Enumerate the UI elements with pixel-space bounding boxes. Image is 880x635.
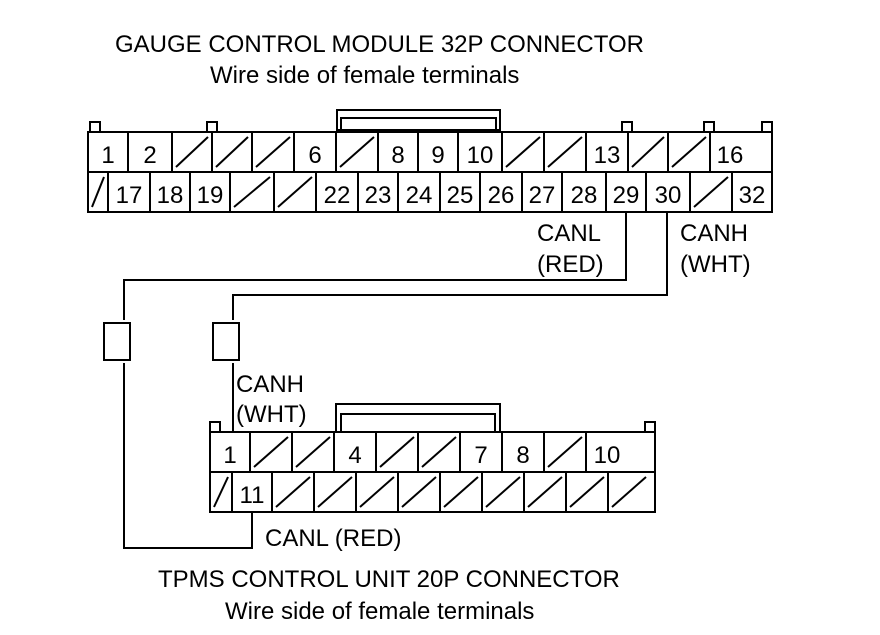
gauge-pin-label: 26 — [488, 182, 515, 209]
gauge-unused-cavity-slash — [233, 176, 271, 208]
gauge-pin-label: 2 — [143, 142, 156, 169]
gauge-connector-lock-inner — [340, 117, 497, 131]
tpms-canh-label: CANH — [236, 371, 304, 398]
tpms-connector-lock-inner — [340, 413, 496, 433]
gauge-pin-label: 1 — [101, 142, 114, 169]
gauge-pin-label: 10 — [467, 142, 494, 169]
wire-splice-canl — [103, 322, 131, 361]
wires — [103, 212, 668, 549]
tpms-canl-label: CANL (RED) — [265, 525, 401, 552]
tpms-unused-cavity-slash — [547, 436, 583, 468]
gauge-pin-label: 17 — [116, 182, 143, 209]
gauge-canh-label: CANH — [680, 220, 748, 247]
gauge-pin-label: 30 — [655, 182, 682, 209]
gauge-pin-label: 28 — [571, 182, 598, 209]
gauge-row-2: 17 18 19 22 23 24 25 26 27 28 29 30 32 — [91, 172, 766, 212]
wire-splice-canh — [212, 322, 240, 361]
gauge-connector-subtitle: Wire side of female terminals — [210, 62, 519, 89]
gauge-pin-label: 18 — [157, 182, 184, 209]
gauge-unused-cavity-slash — [255, 136, 291, 168]
tpms-row-2: 11 — [213, 472, 647, 512]
gauge-unused-cavity-slash — [505, 136, 541, 168]
tpms-unused-cavity-slash — [253, 436, 289, 468]
gauge-unused-cavity-slash — [175, 136, 209, 168]
gauge-pin-label: 23 — [365, 182, 392, 209]
tpms-pin-label: 8 — [516, 442, 529, 469]
wire-canl-lower — [123, 363, 253, 549]
gauge-connector-title: GAUGE CONTROL MODULE 32P CONNECTOR — [115, 31, 644, 58]
gauge-pin-label: 32 — [739, 182, 766, 209]
gauge-unused-cavity-slash — [277, 176, 313, 208]
tpms-unused-cavity-slash — [401, 476, 437, 508]
tpms-unused-cavity-slash — [379, 436, 415, 468]
gauge-pin-label: 24 — [406, 182, 433, 209]
tpms-unused-cavity-slash — [527, 476, 563, 508]
tpms-unused-cavity-slash — [213, 476, 229, 508]
gauge-pin-label: 29 — [613, 182, 640, 209]
gauge-unused-cavity-slash — [91, 176, 105, 208]
tpms-unused-cavity-slash — [295, 436, 331, 468]
gauge-pin-label: 8 — [391, 142, 404, 169]
tpms-unused-cavity-slash — [317, 476, 353, 508]
tpms-pin-label: 11 — [240, 482, 265, 509]
tpms-pin-label: 4 — [348, 442, 361, 469]
gauge-unused-cavity-slash — [693, 176, 729, 208]
gauge-pin-label: 13 — [594, 142, 621, 169]
gauge-pin-label: 19 — [197, 182, 224, 209]
tpms-pin-label: 1 — [223, 442, 236, 469]
wire-canl-upper — [123, 212, 627, 320]
gauge-unused-cavity-slash — [339, 136, 375, 168]
gauge-unused-cavity-slash — [631, 136, 665, 168]
wire-canh-upper — [232, 212, 668, 320]
tpms-canh-color-label: (WHT) — [236, 401, 307, 428]
tpms-unused-cavity-slash — [443, 476, 479, 508]
tpms-connector: 1 4 7 8 10 11 — [209, 403, 656, 513]
tpms-row-1: 1 4 7 8 10 — [223, 432, 620, 472]
gauge-pin-label: 9 — [431, 142, 444, 169]
tpms-unused-cavity-slash — [611, 476, 647, 508]
gauge-unused-cavity-slash — [671, 136, 707, 168]
gauge-pin-label: 25 — [447, 182, 474, 209]
tpms-unused-cavity-slash — [359, 476, 395, 508]
gauge-canh-color-label: (WHT) — [680, 251, 751, 278]
tpms-unused-cavity-slash — [275, 476, 311, 508]
tpms-pin-label: 7 — [474, 442, 487, 469]
gauge-unused-cavity-slash — [215, 136, 249, 168]
gauge-unused-cavity-slash — [547, 136, 583, 168]
gauge-canl-color-label: (RED) — [537, 251, 604, 278]
gauge-pin-label: 27 — [529, 182, 556, 209]
tpms-connector-title: TPMS CONTROL UNIT 20P CONNECTOR — [158, 566, 620, 593]
gauge-pin-label: 16 — [717, 142, 744, 169]
tpms-connector-subtitle: Wire side of female terminals — [225, 598, 534, 625]
gauge-pin-label: 22 — [324, 182, 351, 209]
tpms-unused-cavity-slash — [485, 476, 521, 508]
tpms-unused-cavity-slash — [569, 476, 605, 508]
gauge-canl-label: CANL — [537, 220, 601, 247]
gauge-pin-label: 6 — [308, 142, 321, 169]
tpms-pin-label: 10 — [594, 442, 621, 469]
tpms-unused-cavity-slash — [421, 436, 457, 468]
